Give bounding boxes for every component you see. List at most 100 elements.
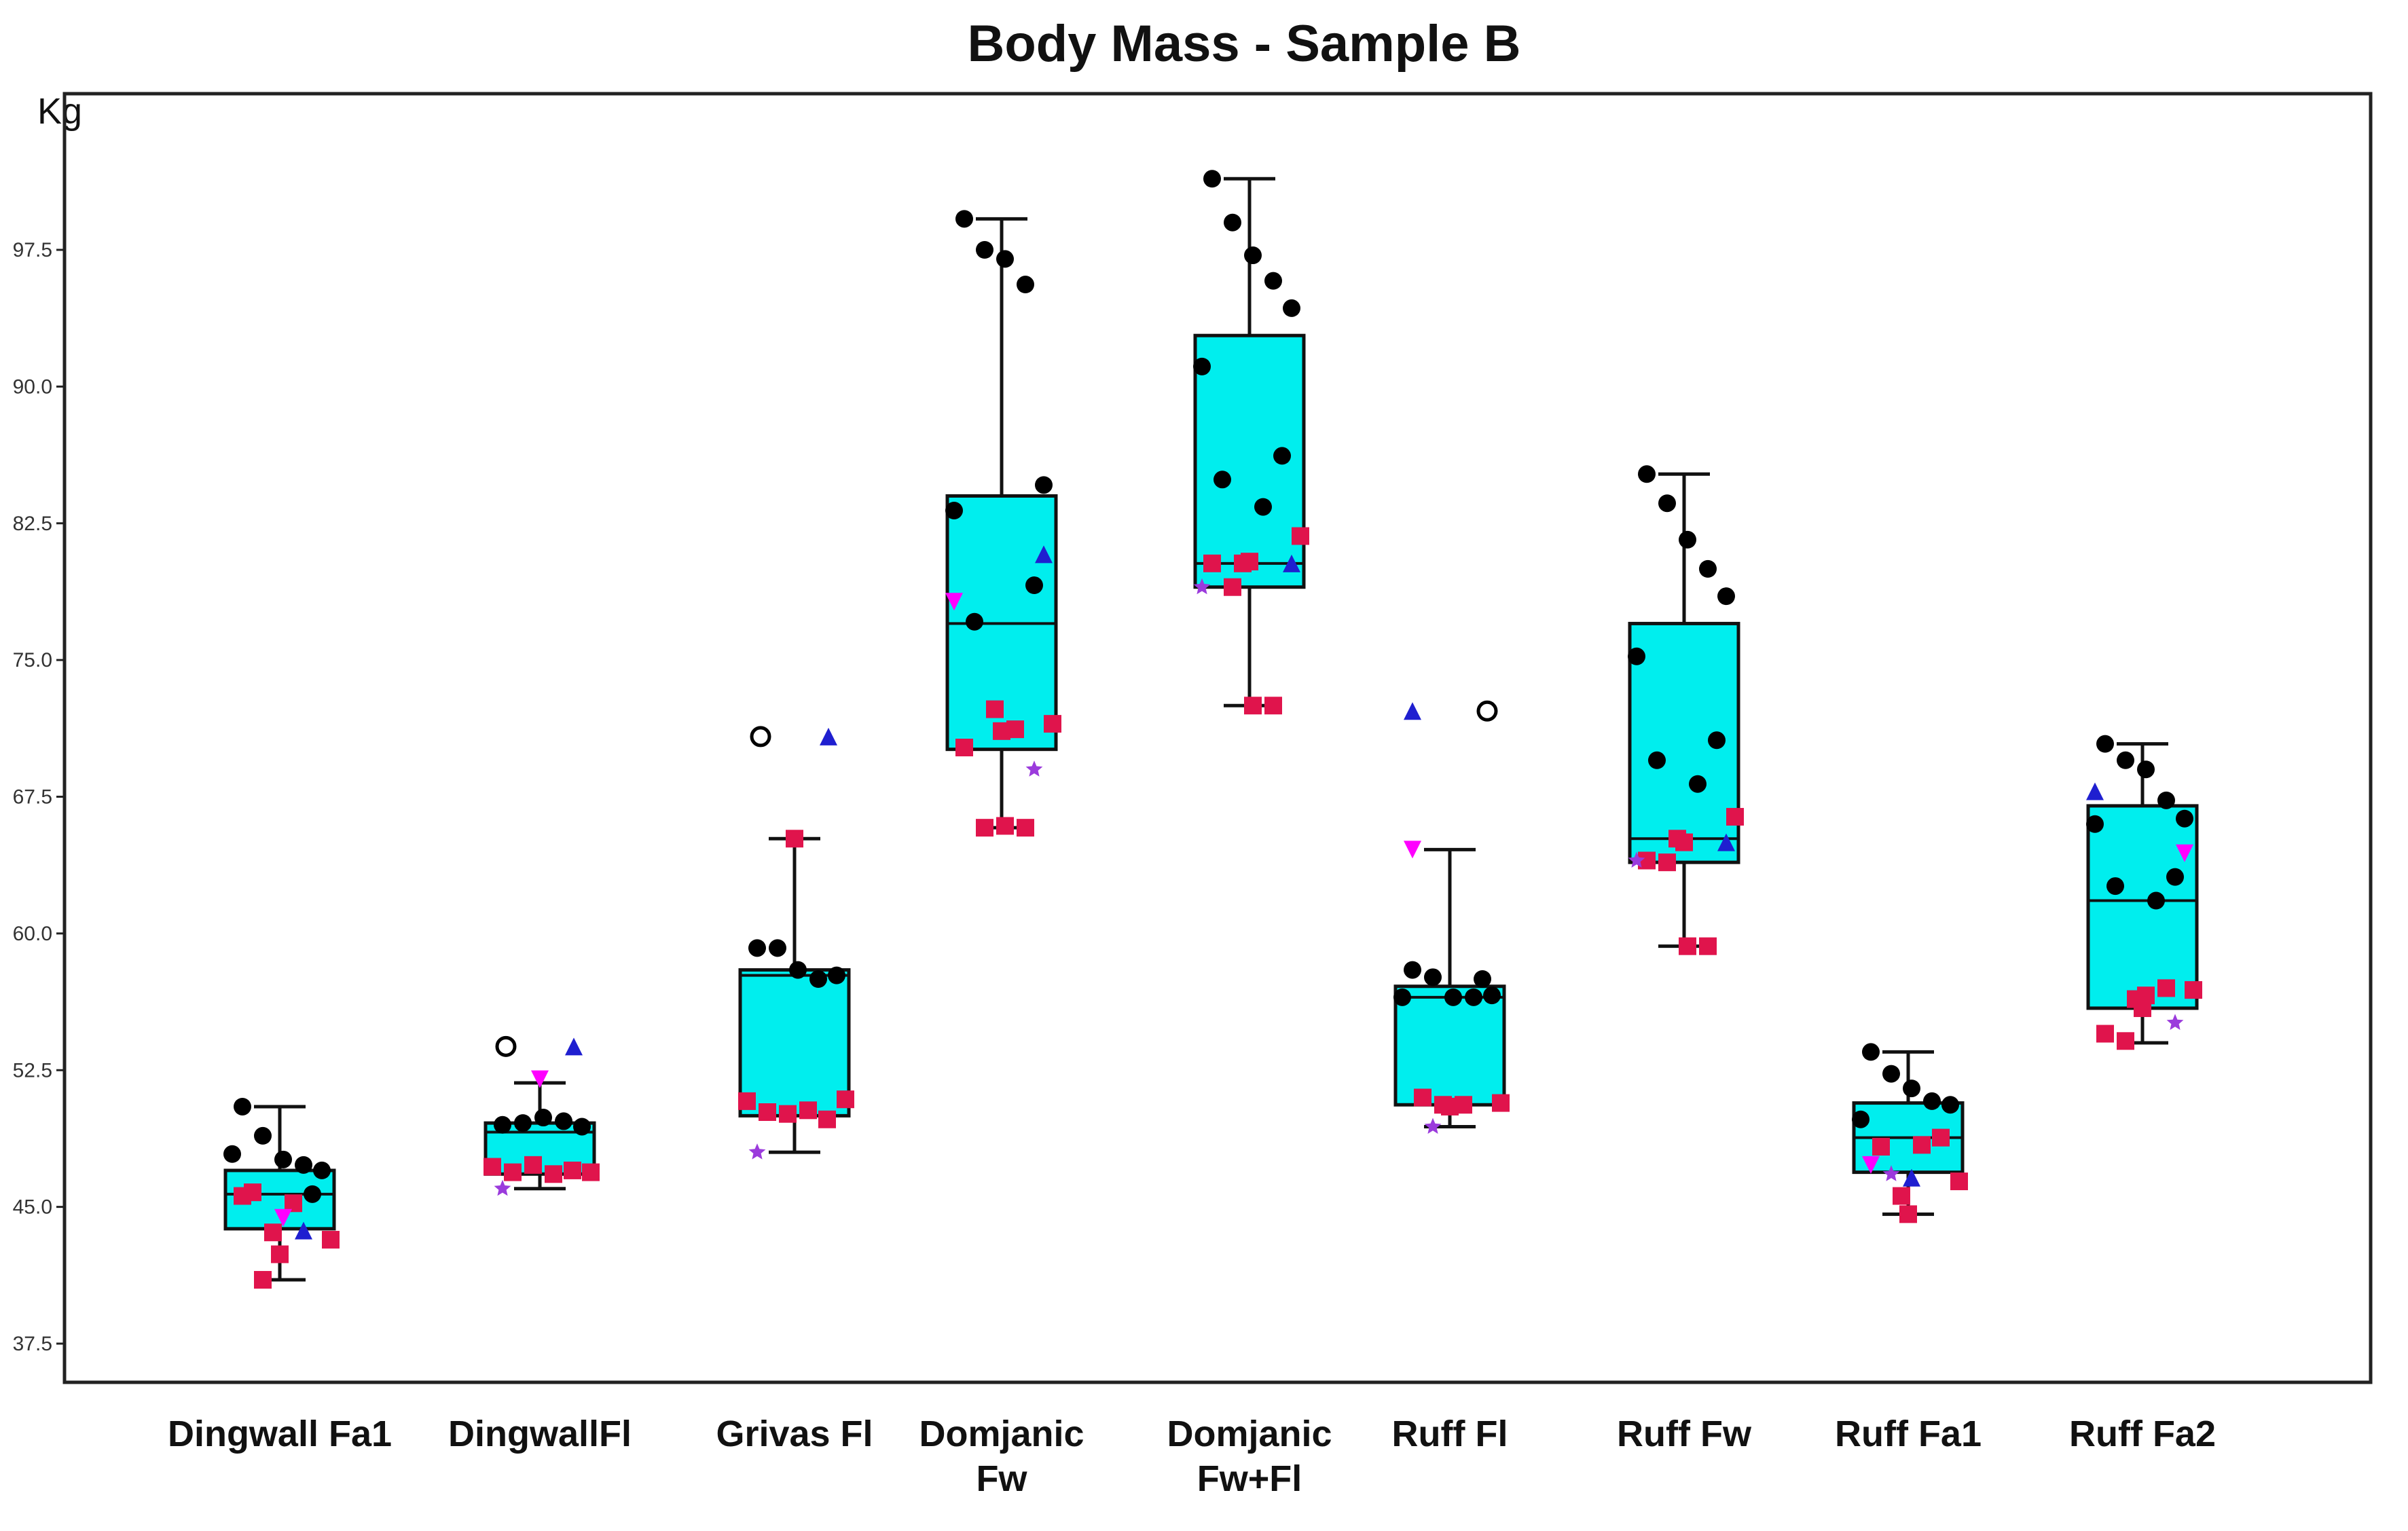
- point-square: [738, 1092, 756, 1110]
- point-square: [1699, 937, 1717, 955]
- point-circle: [1638, 465, 1656, 483]
- x-tick-label: Ruff Fa1: [1835, 1414, 1982, 1454]
- x-tick-label: Domjanic: [1167, 1414, 1332, 1454]
- point-circle: [1273, 447, 1291, 465]
- point-circle: [1862, 1043, 1880, 1061]
- point-square: [759, 1103, 776, 1122]
- point-circle: [945, 501, 963, 519]
- y-tick-label: 60.0: [13, 923, 52, 945]
- x-tick-label: Domjanic: [919, 1414, 1084, 1454]
- point-circle: [1628, 647, 1645, 665]
- point-circle: [555, 1112, 572, 1130]
- point-circle: [573, 1118, 591, 1136]
- point-circle: [809, 970, 827, 988]
- point-circle: [996, 250, 1014, 268]
- point-circle: [1283, 299, 1300, 317]
- x-tick-label: Ruff Fw: [1617, 1414, 1752, 1454]
- point-circle: [1483, 986, 1501, 1005]
- point-circle: [1474, 970, 1491, 988]
- point-square: [2137, 986, 2155, 1005]
- point-circle: [1923, 1092, 1941, 1110]
- point-triangle: [2086, 782, 2104, 800]
- point-triangle-down: [1404, 841, 1421, 859]
- point-square: [1414, 1088, 1431, 1107]
- point-triangle-down: [274, 1209, 292, 1227]
- point-square: [271, 1245, 289, 1263]
- point-square: [524, 1156, 542, 1174]
- point-open-circle: [495, 1035, 517, 1057]
- point-square: [1017, 819, 1034, 837]
- point-triangle: [1283, 554, 1300, 572]
- point-star: [1424, 1118, 1442, 1134]
- point-triangle: [820, 727, 837, 745]
- point-triangle-down: [531, 1070, 549, 1088]
- point-circle: [1393, 988, 1411, 1006]
- point-circle: [1254, 498, 1272, 516]
- x-tick-label: Fw: [977, 1458, 1028, 1499]
- y-tick-label: 52.5: [13, 1059, 52, 1082]
- point-triangle: [1717, 833, 1735, 851]
- point-square: [799, 1101, 817, 1120]
- point-square: [1899, 1205, 1917, 1223]
- point-circle: [1224, 213, 1241, 232]
- point-square: [779, 1105, 797, 1123]
- point-circle: [1465, 988, 1482, 1006]
- y-tick-label: 67.5: [13, 786, 52, 809]
- y-axis-unit-label: Kg: [37, 91, 82, 132]
- point-square: [1726, 808, 1744, 826]
- point-circle: [1689, 775, 1707, 793]
- box-group: [738, 836, 851, 1154]
- point-markers: [223, 170, 2202, 1289]
- point-square: [1203, 554, 1221, 572]
- point-circle: [2106, 877, 2124, 896]
- point-circle: [1717, 587, 1735, 606]
- point-circle: [976, 241, 993, 259]
- point-circle: [1214, 471, 1231, 489]
- point-square: [986, 700, 1004, 718]
- point-circle: [966, 612, 983, 631]
- point-triangle-down: [1862, 1156, 1880, 1174]
- point-circle: [2137, 760, 2155, 779]
- point-square: [564, 1161, 581, 1179]
- point-circle: [1444, 988, 1462, 1006]
- point-circle: [748, 939, 766, 957]
- plot-area-frame: [62, 92, 2373, 1384]
- point-square: [993, 722, 1010, 740]
- point-circle: [223, 1145, 241, 1163]
- point-circle: [1025, 576, 1043, 595]
- point-square: [264, 1223, 282, 1242]
- point-square: [976, 819, 993, 837]
- point-star: [494, 1179, 511, 1196]
- point-circle: [2096, 735, 2114, 753]
- point-circle: [1017, 276, 1034, 294]
- point-star: [1025, 760, 1043, 777]
- point-square: [818, 1110, 836, 1128]
- point-star: [1882, 1165, 1900, 1181]
- point-square: [1675, 833, 1693, 851]
- point-square: [582, 1163, 600, 1181]
- point-circle: [2157, 791, 2175, 809]
- point-triangle-down: [945, 593, 963, 611]
- point-open-circle: [1476, 700, 1498, 722]
- point-circle: [254, 1126, 272, 1145]
- point-circle: [2176, 809, 2193, 828]
- point-circle: [1203, 170, 1221, 188]
- box-group: [2086, 742, 2199, 1045]
- x-tick-label: Dingwall Fa1: [168, 1414, 392, 1454]
- point-square: [1679, 937, 1696, 955]
- point-circle: [274, 1150, 292, 1168]
- point-square: [1224, 578, 1241, 596]
- point-triangle: [1903, 1168, 1920, 1187]
- box-iqr: [2086, 804, 2199, 1010]
- y-tick-label: 82.5: [13, 513, 52, 535]
- point-square: [1241, 553, 1258, 571]
- point-circle: [234, 1097, 251, 1115]
- point-star: [748, 1143, 766, 1160]
- point-circle: [494, 1115, 511, 1134]
- point-star: [1628, 851, 1645, 868]
- point-circle: [1035, 476, 1053, 494]
- point-circle: [789, 961, 807, 979]
